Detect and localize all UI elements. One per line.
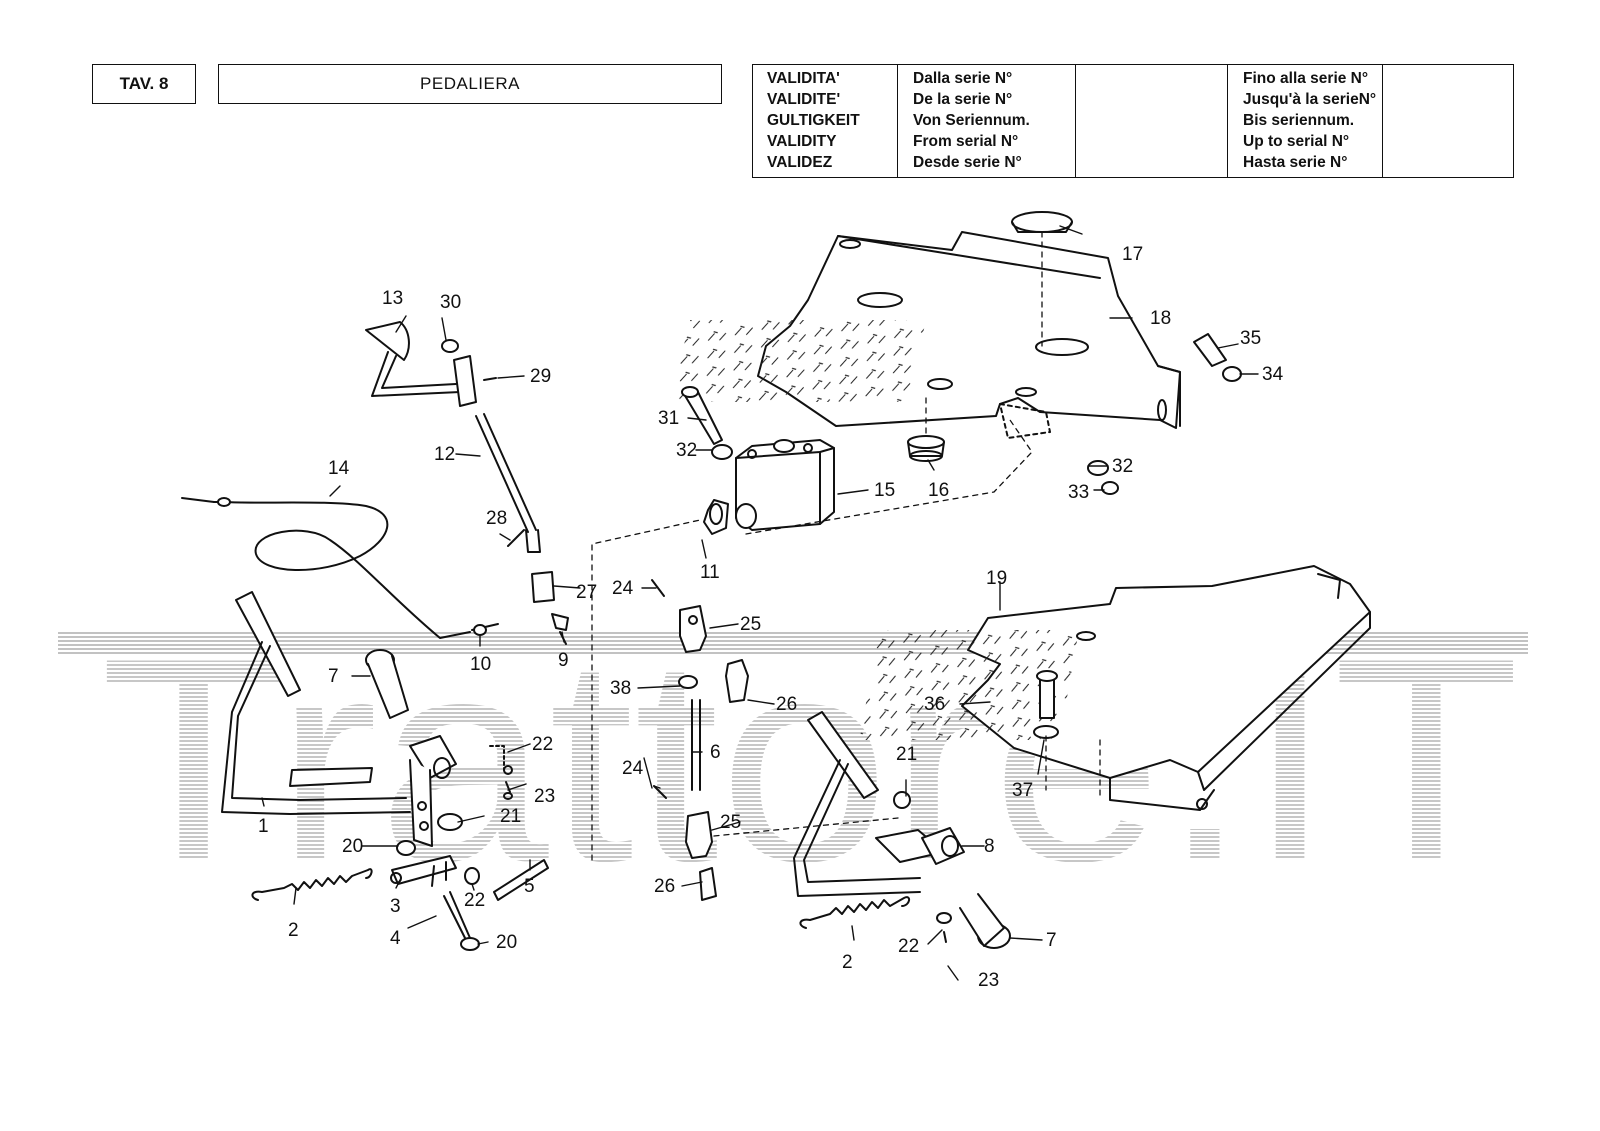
validity-label: VALIDITY (767, 133, 837, 150)
grommet-16 (907, 435, 945, 462)
pin-7-left (365, 649, 409, 719)
callout-38: 38 (610, 678, 631, 699)
callout-20: 20 (342, 836, 363, 857)
validity-to-column: Fino alla serie N° Jusqu'à la serieN° Bi… (1228, 65, 1383, 177)
callout-9: 9 (558, 650, 569, 671)
callout-24: 24 (622, 758, 644, 779)
callout-20: 20 (496, 932, 517, 953)
callout-6: 6 (710, 742, 721, 763)
callout-2: 2 (288, 920, 299, 941)
callout-1: 1 (258, 816, 269, 837)
validity-label: GULTIGKEIT (767, 112, 860, 129)
floor-plate-18 (669, 231, 1181, 439)
callout-37: 37 (1012, 780, 1033, 801)
callout-34: 34 (1262, 364, 1284, 385)
callout-24: 24 (612, 578, 634, 599)
callout-13: 13 (382, 288, 403, 309)
callout-21: 21 (896, 744, 917, 765)
callout-23: 23 (534, 786, 555, 807)
callout-8: 8 (984, 836, 995, 857)
validity-from-column: Dalla serie N° De la serie N° Von Serien… (898, 65, 1076, 177)
callout-22: 22 (532, 734, 553, 755)
validity-from-label: Von Seriennum. (913, 112, 1030, 129)
validity-to-label: Bis seriennum. (1243, 112, 1355, 129)
callout-26: 26 (776, 694, 797, 715)
callout-10: 10 (470, 654, 491, 675)
callout-14: 14 (328, 458, 350, 479)
callout-35: 35 (1240, 328, 1261, 349)
bolt-31-washer-32 (681, 386, 733, 460)
plate-number-box: TAV. 8 (92, 64, 196, 104)
callout-29: 29 (530, 366, 551, 387)
callout-17: 17 (1122, 244, 1143, 265)
callout-19: 19 (986, 568, 1007, 589)
validity-labels-column: VALIDITA' VALIDITE' GULTIGKEIT VALIDITY … (753, 65, 898, 177)
callout-30: 30 (440, 292, 461, 313)
validity-label: VALIDITA' (767, 70, 840, 87)
validity-to-label: Up to serial N° (1243, 133, 1350, 150)
callout-32: 32 (1112, 456, 1133, 477)
callout-16: 16 (928, 480, 949, 501)
callout-21: 21 (500, 806, 521, 827)
parts-3-4-5 (390, 855, 549, 941)
callout-11: 11 (700, 562, 720, 583)
validity-from-value-cell (1076, 65, 1228, 177)
validity-from-label: Dalla serie N° (913, 70, 1013, 87)
callout-7: 7 (1046, 930, 1057, 951)
callout-7: 7 (328, 666, 339, 687)
callout-12: 12 (434, 444, 455, 465)
callout-25: 25 (720, 812, 741, 833)
validity-from-label: Desde serie N° (913, 154, 1022, 171)
plate-number: TAV. 8 (119, 74, 169, 93)
callout-33: 33 (1068, 482, 1089, 503)
page-title: PEDALIERA (420, 74, 520, 93)
validity-from-label: De la serie N° (913, 91, 1013, 108)
callout-3: 3 (390, 896, 401, 917)
plug-17 (1011, 211, 1073, 233)
page-title-box: PEDALIERA (218, 64, 722, 104)
bolt-35-nut-34 (1087, 333, 1242, 495)
callout-15: 15 (874, 480, 895, 501)
bolt-36-washer-37 (1033, 670, 1059, 739)
callout-28: 28 (486, 508, 507, 529)
small-parts-left (396, 745, 513, 951)
pedal-8 (793, 711, 1011, 949)
validity-to-label: Fino alla serie N° (1243, 70, 1369, 87)
rod-6-clevis-25-26 (651, 579, 749, 901)
callout-5: 5 (524, 876, 535, 897)
validity-from-label: From serial N° (913, 133, 1019, 150)
validity-label: VALIDITE' (767, 91, 841, 108)
callout-31: 31 (658, 408, 679, 429)
hand-lever-12-13 (365, 321, 541, 553)
floor-plate-19 (859, 565, 1371, 811)
callout-23: 23 (978, 970, 999, 991)
callout-2: 2 (842, 952, 853, 973)
validity-table: VALIDITA' VALIDITE' GULTIGKEIT VALIDITY … (752, 64, 1514, 178)
pedal-1 (221, 591, 457, 847)
validity-to-label: Hasta serie N° (1243, 154, 1348, 171)
leader-lines (261, 225, 1259, 981)
callout-25: 25 (740, 614, 761, 635)
cable-14 (181, 497, 499, 639)
assembly-lines (591, 231, 1101, 861)
callout-36: 36 (924, 694, 945, 715)
callout-22: 22 (464, 890, 485, 911)
callout-labels: 1 2 2 3 4 5 6 7 7 8 9 10 11 12 13 14 15 … (258, 244, 1284, 991)
callout-32: 32 (676, 440, 697, 461)
callout-22: 22 (898, 936, 919, 957)
validity-label: VALIDEZ (767, 154, 833, 171)
callout-27: 27 (576, 582, 597, 603)
spring-2-right (799, 896, 910, 929)
validity-to-label: Jusqu'à la serieN° (1243, 91, 1377, 108)
master-cylinder-15 (703, 439, 835, 535)
callout-26: 26 (654, 876, 675, 897)
callout-4: 4 (390, 928, 401, 949)
spring-2-left (251, 868, 373, 901)
callout-18: 18 (1150, 308, 1171, 329)
